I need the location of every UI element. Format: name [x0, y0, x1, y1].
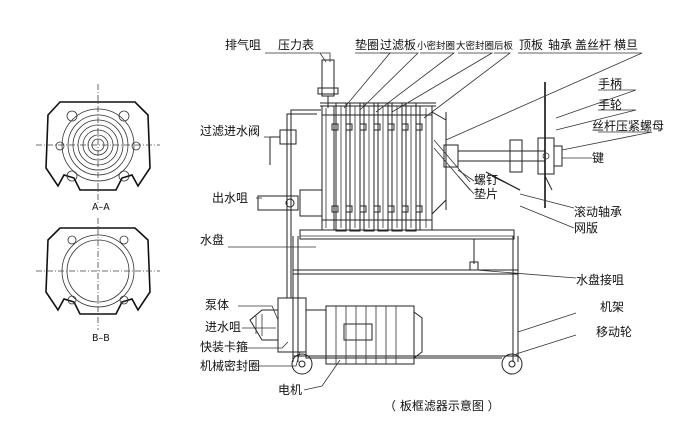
label-large-seal: 大密封圈 — [456, 40, 494, 52]
label-key: 键 — [592, 151, 604, 165]
section-b-b-label: B–B — [92, 333, 110, 344]
leader-lines — [228, 52, 653, 391]
filter-press-machine — [249, 59, 563, 375]
label-top-plate: 顶板 — [519, 38, 543, 52]
diagram-caption: （ 板框滤器示意图 ） — [384, 398, 500, 413]
label-outlet-nozzle: 出水咀 — [212, 191, 248, 205]
label-screw: 螺钉 — [474, 173, 498, 187]
label-pressure-gauge: 压力表 — [278, 38, 314, 52]
label-exhaust-nozzle: 排气咀 — [225, 37, 261, 52]
label-quick-clamp: 快装卡箍 — [200, 339, 248, 354]
label-washer: 垫片 — [474, 186, 498, 201]
label-mech-seal: 机械密封圈 — [200, 358, 260, 373]
label-rear-plate: 后板 — [494, 40, 514, 52]
label-water-tray: 水盘 — [200, 232, 224, 247]
label-screw-nut: 丝杆压紧螺母 — [592, 119, 664, 133]
label-water-inlet: 进水咀 — [205, 320, 241, 334]
label-frame: 机架 — [600, 300, 624, 314]
label-mesh-plate: 网版 — [574, 221, 598, 235]
callout-labels: 排气咀 压力表 垫圈 过滤板 小密封圈 大密封圈 后板 顶板 轴承 盖丝杆 横旦… — [200, 37, 664, 413]
label-handle: 手柄 — [598, 77, 622, 91]
label-casters: 移动轮 — [596, 325, 632, 339]
label-rolling-bearing: 滚动轴承 — [574, 204, 622, 219]
section-b-b-view: B–B — [36, 218, 160, 344]
label-inlet-valve: 过滤进水阀 — [200, 124, 260, 138]
label-cover-screw: 盖丝杆 — [575, 38, 611, 52]
section-a-a-label: A–A — [92, 202, 110, 213]
label-motor: 电机 — [278, 383, 302, 397]
label-small-seal: 小密封圈 — [417, 40, 455, 52]
label-gasket: 垫圈 — [355, 37, 379, 52]
label-crossbar: 横旦 — [614, 38, 638, 52]
section-a-a-view: A–A — [36, 84, 160, 213]
label-bearing: 轴承 — [548, 37, 572, 52]
label-pump-body: 泵体 — [205, 298, 229, 312]
label-handwheel: 手轮 — [598, 98, 622, 112]
label-filter-plate: 过滤板 — [380, 38, 416, 52]
label-tray-nozzle: 水盘接咀 — [576, 272, 624, 287]
